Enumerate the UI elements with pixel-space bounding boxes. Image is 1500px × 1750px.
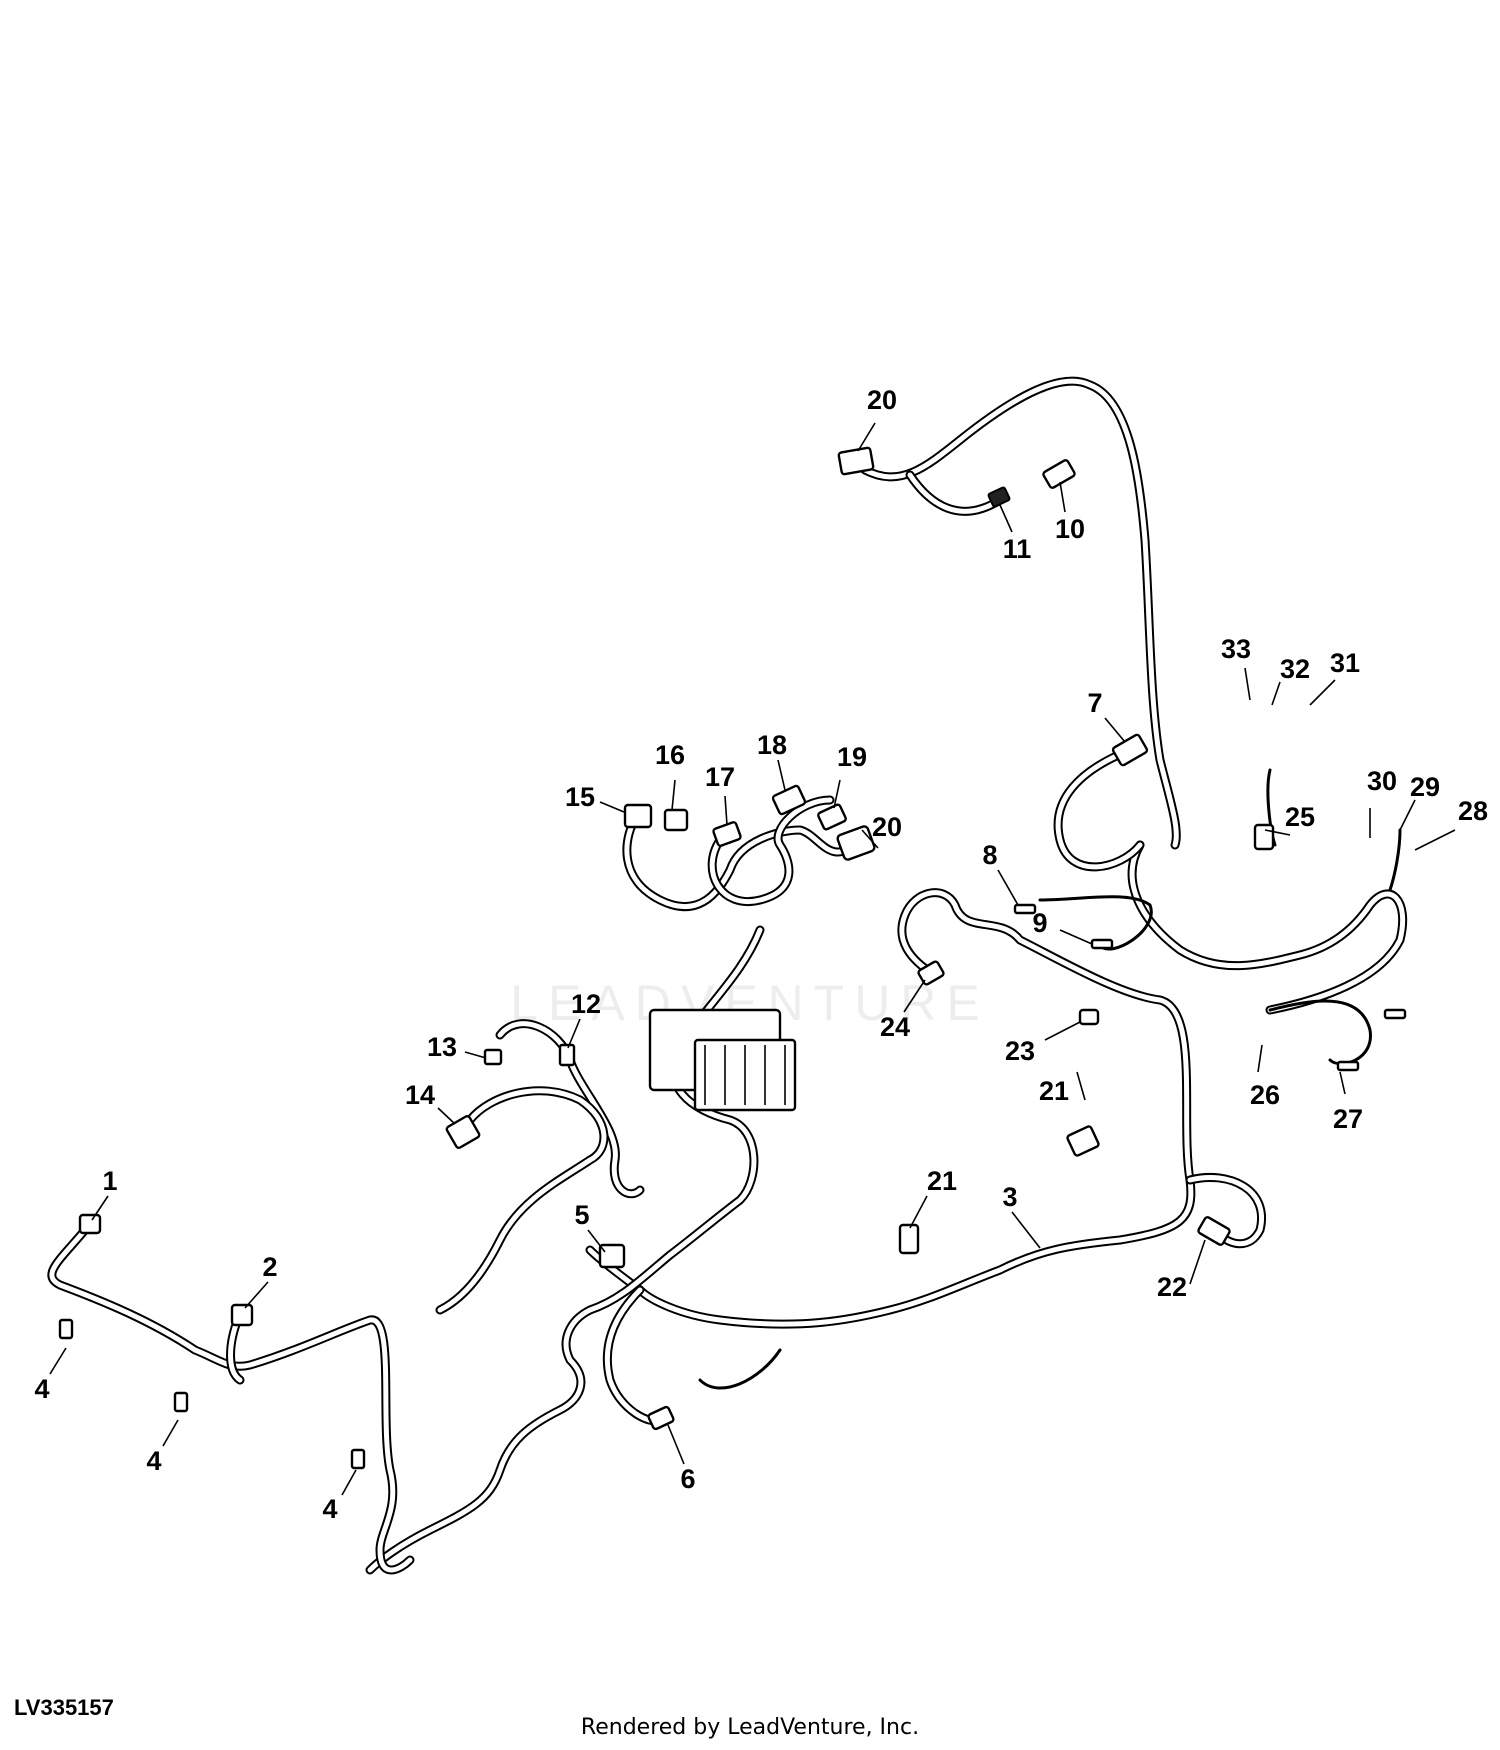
callout-28: 28	[1458, 796, 1488, 826]
callout-leaders	[49, 422, 1456, 1496]
callout-13: 13	[427, 1032, 457, 1062]
callout-14: 14	[405, 1080, 435, 1110]
harness-wires	[47, 376, 1408, 1575]
callout-3: 3	[1002, 1182, 1017, 1212]
callout-23: 23	[1005, 1036, 1035, 1066]
callout-10: 10	[1055, 514, 1085, 544]
callout-11: 11	[1003, 534, 1032, 564]
callout-1: 1	[102, 1166, 117, 1196]
footer-credit: Rendered by LeadVenture, Inc.	[580, 1715, 920, 1740]
callout-4b: 4	[146, 1446, 161, 1476]
callout-22: 22	[1157, 1272, 1187, 1302]
connectors	[58, 446, 1407, 1470]
callout-2: 2	[262, 1252, 277, 1282]
callout-25: 25	[1285, 802, 1315, 832]
callout-33: 33	[1221, 634, 1251, 664]
callout-21-upper: 21	[1039, 1076, 1069, 1106]
reference-code: LV335157	[14, 1695, 114, 1720]
callout-21-lower: 21	[927, 1166, 957, 1196]
callout-5: 5	[574, 1200, 589, 1230]
callout-20-top: 20	[867, 385, 897, 415]
callout-4c: 4	[322, 1494, 337, 1524]
fuse-relay-block	[648, 1008, 797, 1112]
callout-27: 27	[1333, 1104, 1363, 1134]
callout-30: 30	[1367, 766, 1397, 796]
callout-4a: 4	[34, 1374, 49, 1404]
callout-29: 29	[1410, 772, 1440, 802]
callout-18: 18	[757, 730, 787, 760]
callout-6: 6	[680, 1464, 695, 1494]
callout-20-mid: 20	[872, 812, 902, 842]
callout-7: 7	[1087, 688, 1102, 718]
callout-31: 31	[1330, 648, 1360, 678]
callout-numbers: 1 2 3 4 4 4 5 6 7 8 9 10 11 12 13 14 15 …	[34, 385, 1488, 1524]
callout-24: 24	[880, 1012, 910, 1042]
callout-19: 19	[837, 742, 867, 772]
callout-8: 8	[982, 840, 997, 870]
callout-12: 12	[571, 989, 601, 1019]
callout-16: 16	[655, 740, 685, 770]
callout-17: 17	[705, 762, 735, 792]
callout-26: 26	[1250, 1080, 1280, 1110]
callout-15: 15	[565, 782, 595, 812]
callout-32: 32	[1280, 654, 1310, 684]
callout-9: 9	[1032, 908, 1047, 938]
